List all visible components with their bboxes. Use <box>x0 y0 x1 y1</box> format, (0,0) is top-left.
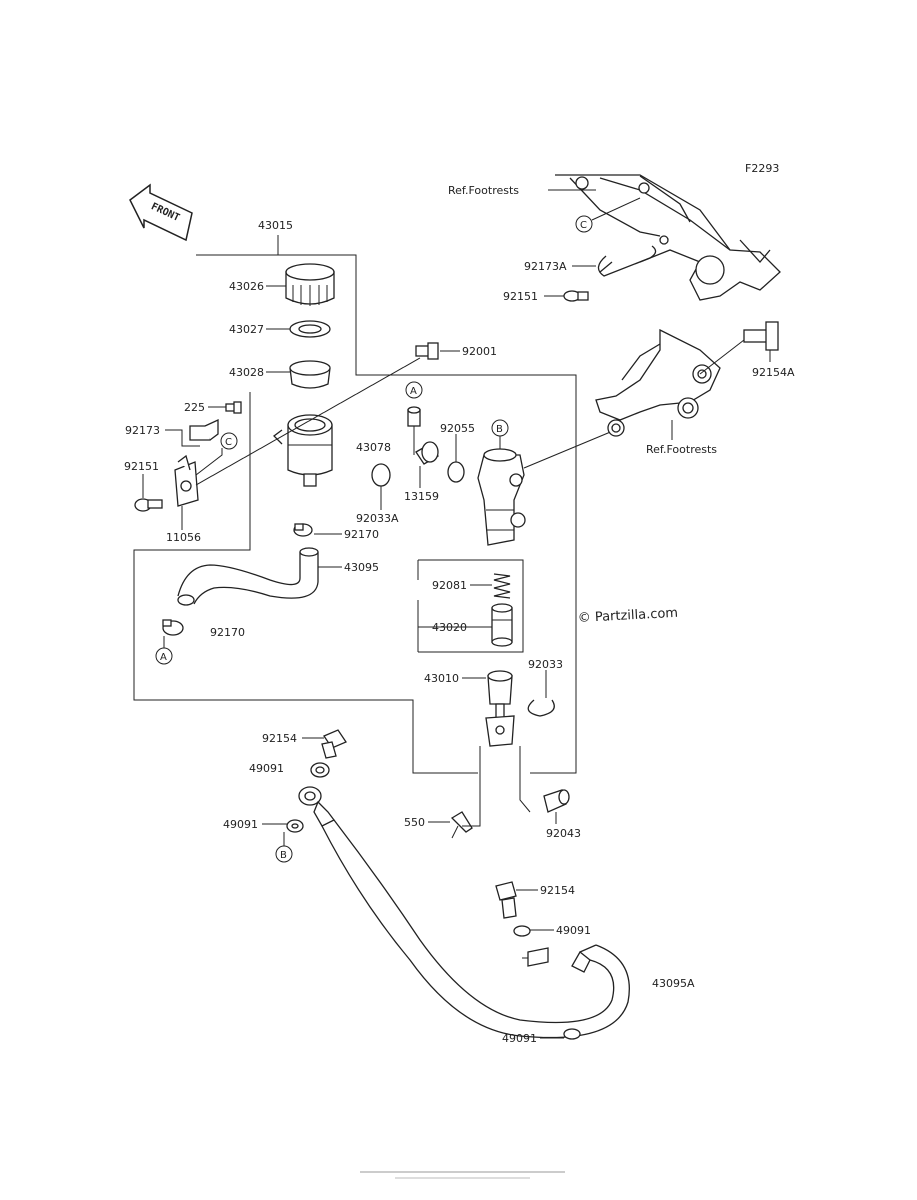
banjo-bolt-92154-upper <box>321 729 347 759</box>
callout-49091-d: 49091 <box>502 1032 537 1045</box>
marker-c-left <box>220 432 238 450</box>
pin-92043 <box>543 789 570 813</box>
front-arrow-icon: FRONT <box>129 183 193 242</box>
clip-92173 <box>189 418 219 441</box>
callout-43078: 43078 <box>356 441 391 454</box>
fitting-13159 <box>415 441 439 465</box>
marker-b-top-label: B <box>496 424 503 435</box>
callout-225: 225 <box>184 401 205 414</box>
clip-92173A <box>597 245 657 277</box>
callout-92033A: 92033A <box>356 512 399 525</box>
spring-92081 <box>493 573 511 599</box>
callout-92001: 92001 <box>462 345 497 358</box>
piston-box <box>418 559 524 653</box>
marker-b-bottom-label: B <box>280 850 287 861</box>
callout-43095: 43095 <box>344 561 379 574</box>
marker-c-left-label: C <box>225 437 232 448</box>
marker-a-top <box>405 381 423 399</box>
pushrod-43010 <box>485 670 515 747</box>
marker-a-bottom <box>155 647 173 665</box>
callout-92170-lower: 92170 <box>210 626 245 639</box>
hose-fitting <box>527 947 549 967</box>
callout-43095A: 43095A <box>652 977 695 990</box>
callout-43027: 43027 <box>229 323 264 336</box>
diaphragm <box>289 360 331 389</box>
callout-550: 550 <box>404 816 425 829</box>
watermark: © Partzilla.com <box>577 606 678 626</box>
callout-92170-upper: 92170 <box>344 528 379 541</box>
callout-92055: 92055 <box>440 422 475 435</box>
holder-11056 <box>174 454 199 507</box>
diaphragm-plate <box>289 320 331 338</box>
screw-92151-left <box>134 498 163 512</box>
washer-49091-c <box>513 925 531 937</box>
callout-92154-lower: 92154 <box>540 884 575 897</box>
callout-92154-upper: 92154 <box>262 732 297 745</box>
callout-92033: 92033 <box>528 658 563 671</box>
bolt-225 <box>225 401 242 414</box>
callout-92151-left: 92151 <box>124 460 159 473</box>
callout-11056: 11056 <box>166 531 201 544</box>
callout-92043: 92043 <box>546 827 581 840</box>
callout-49091-a: 49091 <box>249 762 284 775</box>
callout-43020: 43020 <box>432 621 467 634</box>
marker-a-top-label: A <box>410 386 417 397</box>
clamp-92170-upper <box>293 523 313 537</box>
banjo-bolt-92154-lower <box>495 881 517 919</box>
bolt-92154A <box>743 321 779 351</box>
master-cylinder-body <box>477 448 526 546</box>
clamp-92170-lower <box>162 619 184 636</box>
cotter-pin-550 <box>450 811 473 839</box>
callout-13159: 13159 <box>404 490 439 503</box>
ref-footrests-bottom: Ref.Footrests <box>646 443 717 456</box>
marker-b-bottom <box>275 845 293 863</box>
callout-92151-right: 92151 <box>503 290 538 303</box>
ref-footrests-top: Ref.Footrests <box>448 184 519 197</box>
bolt-92001 <box>415 342 439 360</box>
frame-section <box>555 174 781 301</box>
callout-49091-c: 49091 <box>556 924 591 937</box>
callout-43010: 43010 <box>424 672 459 685</box>
piston-43020 <box>491 603 513 647</box>
callout-92154A: 92154A <box>752 366 795 379</box>
ring-92033A <box>371 463 391 487</box>
marker-c-right-label: C <box>580 220 587 231</box>
callout-92173: 92173 <box>125 424 160 437</box>
callout-49091-b: 49091 <box>223 818 258 831</box>
oring-92055 <box>447 461 465 483</box>
callout-43028: 43028 <box>229 366 264 379</box>
marker-c-right <box>575 215 593 233</box>
marker-a-bottom-label: A <box>160 652 167 663</box>
assembly-outline <box>133 235 577 774</box>
fitting-43078 <box>407 406 421 427</box>
brake-hose-43095A <box>298 786 630 1039</box>
washer-49091-d <box>563 1028 581 1040</box>
figure-code: F2293 <box>745 162 779 175</box>
callout-43026: 43026 <box>229 280 264 293</box>
screw-92151-right <box>563 290 589 302</box>
brake-pedal <box>595 328 745 437</box>
reservoir-cap <box>285 263 335 306</box>
hose-43095 <box>177 547 319 606</box>
circlip-92033 <box>527 699 555 717</box>
callout-92081: 92081 <box>432 579 467 592</box>
callout-43015: 43015 <box>258 219 293 232</box>
reservoir-tank <box>273 414 333 487</box>
callout-92173A: 92173A <box>524 260 567 273</box>
